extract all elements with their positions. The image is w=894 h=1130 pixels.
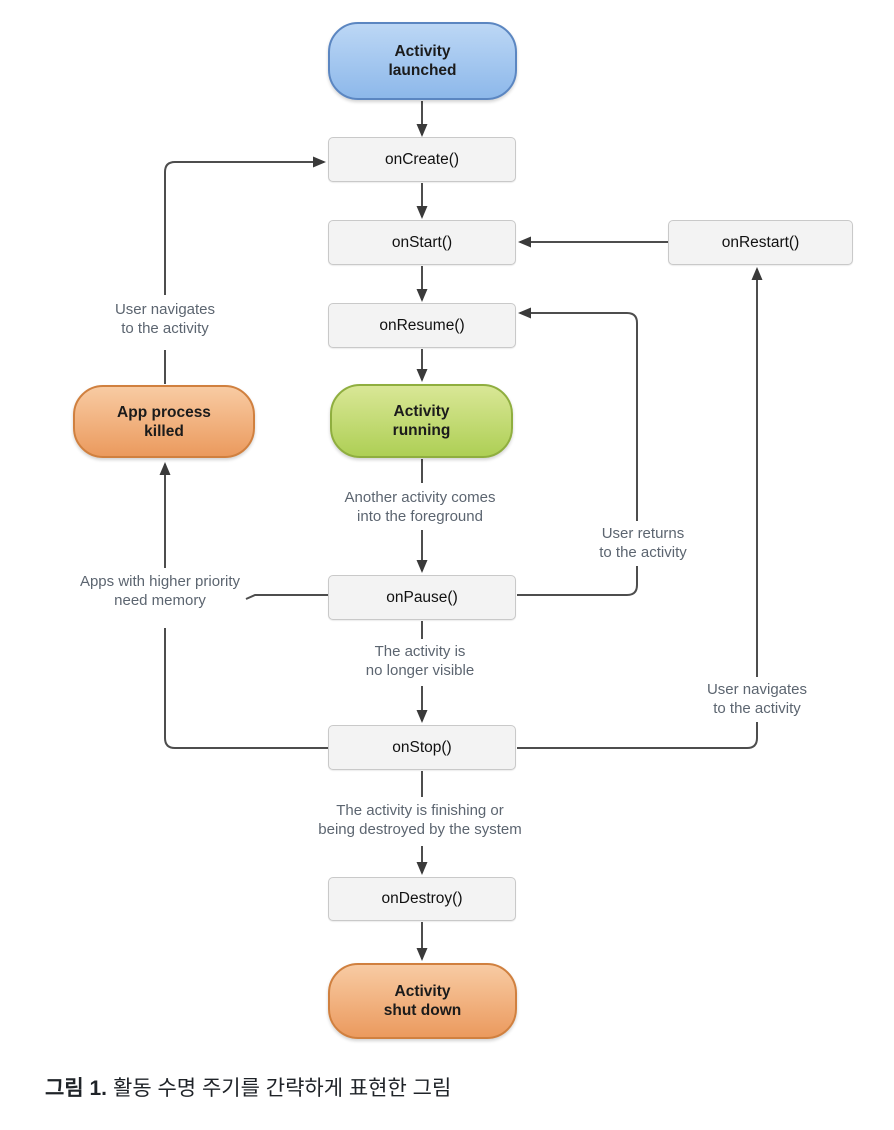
line-onstop-to-killed-lower	[164, 628, 328, 749]
label-user-navigates-left: User navigates to the activity	[114, 301, 216, 337]
state-activity-shutdown: Activity shut down	[328, 963, 517, 1039]
label-higher-priority: Apps with higher priority need memory	[79, 573, 241, 609]
line-onstop-to-onrestart-lower	[517, 722, 758, 749]
callback-onpause: onPause()	[328, 575, 516, 620]
figure-caption: 그림 1. 활동 수명 주기를 간략하게 표현한 그림	[45, 1072, 451, 1102]
label-user-navigates-right: User navigates to the activity	[706, 681, 808, 717]
arrow-killed-to-oncreate-upper	[164, 156, 326, 295]
state-activity-launched: Activity launched	[328, 22, 517, 100]
line-onpause-to-onresume-lower	[517, 566, 638, 596]
label-another-activity: Another activity comes into the foregrou…	[344, 489, 496, 525]
arrow-onpause-to-onresume-upper	[518, 307, 638, 521]
callback-onrestart: onRestart()	[668, 220, 853, 265]
label-no-longer-visible: The activity is no longer visible	[365, 643, 475, 679]
figure-caption-number: 그림 1.	[45, 1077, 107, 1100]
line-onpause-priority-leader	[245, 594, 328, 600]
callback-oncreate: onCreate()	[328, 137, 516, 182]
label-user-returns: User returns to the activity	[599, 525, 687, 561]
callback-onresume: onResume()	[328, 303, 516, 348]
figure-caption-text: 활동 수명 주기를 간략하게 표현한 그림	[113, 1077, 452, 1100]
callback-ondestroy: onDestroy()	[328, 877, 516, 921]
label-finishing: The activity is finishing or being destr…	[318, 802, 522, 838]
state-activity-running: Activity running	[330, 384, 513, 458]
callback-onstart: onStart()	[328, 220, 516, 265]
state-app-process-killed: App process killed	[73, 385, 255, 458]
callback-onstop: onStop()	[328, 725, 516, 770]
